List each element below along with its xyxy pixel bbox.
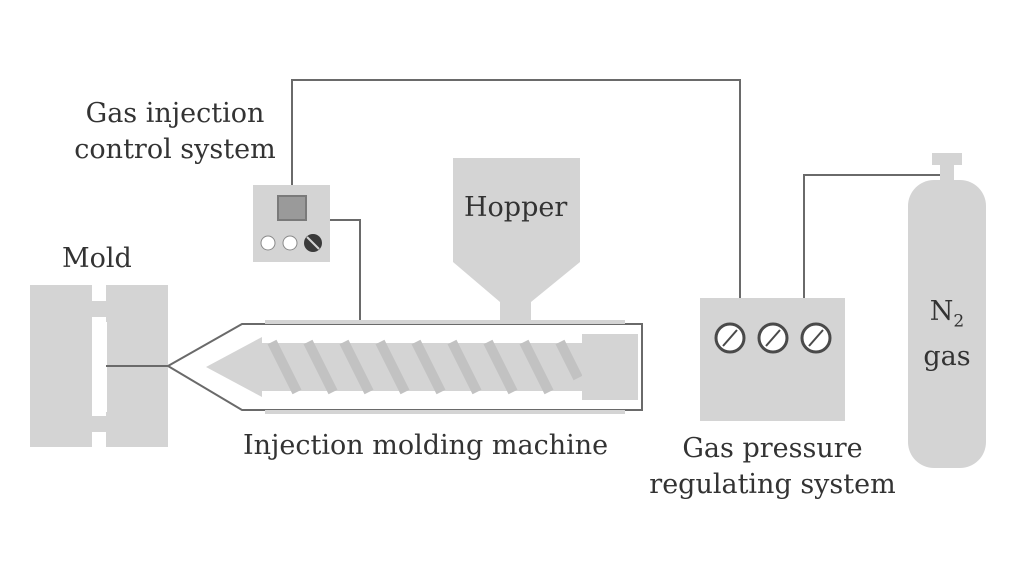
gas-injection-control-label-line1: Gas injection <box>85 98 265 129</box>
pipe-control-to-regulator <box>291 79 741 298</box>
indicator-light-2 <box>282 235 298 251</box>
gas-injection-control-label-line2: control system <box>74 134 276 165</box>
mold-cavity <box>100 322 107 412</box>
gas-pressure-regulating-label-line1: Gas pressure <box>682 433 863 464</box>
n2-gas-label: N2 gas <box>912 294 982 375</box>
injection-machine-label: Injection molding machine <box>243 430 609 461</box>
mold <box>30 285 175 447</box>
screw-flights <box>267 339 583 395</box>
regulator-body <box>700 298 845 421</box>
mold-left-half <box>30 285 92 447</box>
screw-tip <box>206 337 262 397</box>
mold-bridge-top <box>92 301 106 317</box>
control-knob-icon <box>304 234 322 252</box>
hopper <box>453 158 580 324</box>
mold-label: Mold <box>62 243 132 274</box>
n2-formula: N2 <box>912 294 982 339</box>
gas-pressure-regulating-label-line2: regulating system <box>649 469 896 500</box>
gas-pipes <box>291 79 940 324</box>
barrel-band-top <box>265 320 625 324</box>
gas-word: gas <box>923 341 971 373</box>
pipe-regulator-to-cylinder <box>803 174 940 298</box>
gas-pressure-regulating-label: Gas pressure regulating system <box>640 431 905 503</box>
cylinder-body <box>908 180 986 468</box>
barrel-band-bottom <box>265 410 625 414</box>
n2-subscript: 2 <box>953 311 965 332</box>
cylinder-valve <box>932 153 962 165</box>
pressure-gauge-icon <box>800 322 832 354</box>
pressure-gauge-icon <box>714 322 746 354</box>
indicator-light-1 <box>260 235 276 251</box>
nitrogen-gas-cylinder <box>908 153 986 468</box>
gas-injection-control-label: Gas injection control system <box>70 96 280 168</box>
gas-pressure-regulator <box>700 298 845 421</box>
control-display <box>277 195 307 221</box>
n2-symbol: N <box>929 296 954 327</box>
mold-bridge-bottom <box>92 416 106 432</box>
pressure-gauge-icon <box>757 322 789 354</box>
injection-molding-machine <box>166 158 643 414</box>
pipe-control-to-machine <box>330 219 361 324</box>
gas-injection-control-box <box>253 185 330 262</box>
drive-unit <box>582 334 638 400</box>
hopper-label: Hopper <box>464 192 568 223</box>
